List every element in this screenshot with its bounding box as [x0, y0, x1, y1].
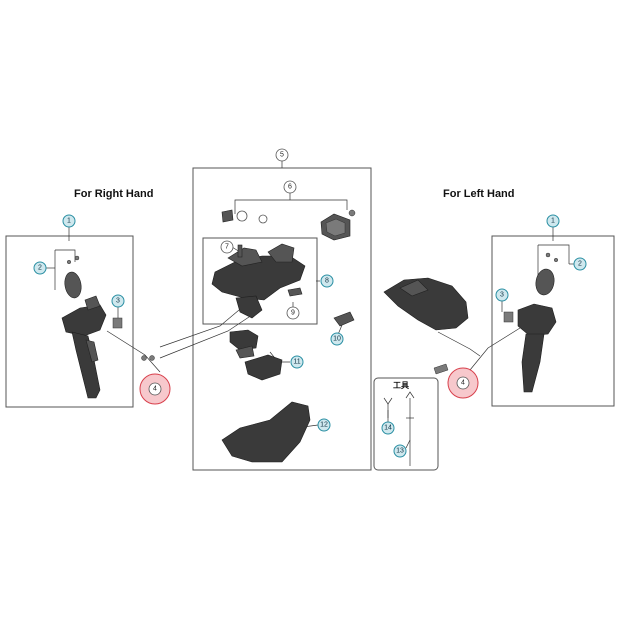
callout-9-label: 9 — [291, 310, 295, 317]
callout-9: 9 — [286, 306, 300, 320]
callout-11-label: 11 — [293, 359, 300, 366]
right-hand-heading: For Right Hand — [74, 188, 154, 200]
callout-3-right: 3 — [495, 288, 509, 302]
right-hand-frame — [5, 235, 134, 408]
tools-heading: 工具 — [393, 381, 409, 390]
callout-2-right-label: 2 — [578, 261, 582, 268]
callout-1-right: 1 — [546, 214, 560, 228]
callout-2-left: 2 — [33, 261, 47, 275]
leader-lines — [45, 161, 574, 449]
callout-1-left-label: 1 — [67, 218, 71, 225]
callout-13: 13 — [393, 444, 407, 458]
callout-2-right: 2 — [573, 257, 587, 271]
callout-2-left-label: 2 — [38, 265, 42, 272]
callout-4-right-label: 4 — [461, 380, 465, 387]
callout-14-label: 14 — [384, 425, 392, 432]
right-hand-lever-assembly — [61, 255, 155, 399]
callout-10: 10 — [330, 332, 344, 346]
callout-6: 6 — [283, 180, 297, 194]
callout-11: 11 — [290, 355, 304, 369]
callout-14: 14 — [381, 421, 395, 435]
callout-6-label: 6 — [288, 184, 292, 191]
center-parts — [211, 209, 356, 463]
callout-10-label: 10 — [333, 336, 341, 343]
tools-drawing — [383, 391, 415, 466]
callout-12: 12 — [317, 418, 331, 432]
callout-4-left-label: 4 — [153, 386, 157, 393]
left-hand-bracket-and-lever — [383, 252, 559, 393]
callout-13-label: 13 — [396, 448, 404, 455]
callout-5: 5 — [275, 148, 289, 162]
callout-3-left: 3 — [111, 294, 125, 308]
callout-7: 7 — [220, 240, 234, 254]
callout-4-left-highlight: 4 — [139, 373, 171, 405]
left-hand-heading: For Left Hand — [443, 188, 515, 200]
callout-1-right-label: 1 — [551, 218, 555, 225]
callout-3-right-label: 3 — [500, 292, 504, 299]
callout-1-left: 1 — [62, 214, 76, 228]
callout-7-label: 7 — [225, 244, 229, 251]
callout-4-right-highlight: 4 — [447, 367, 479, 399]
callout-3-left-label: 3 — [116, 298, 120, 305]
callout-8: 8 — [320, 274, 334, 288]
callout-8-label: 8 — [325, 278, 329, 285]
tools-frame — [373, 377, 439, 471]
callout-5-label: 5 — [280, 152, 284, 159]
callout-12-label: 12 — [320, 422, 328, 429]
